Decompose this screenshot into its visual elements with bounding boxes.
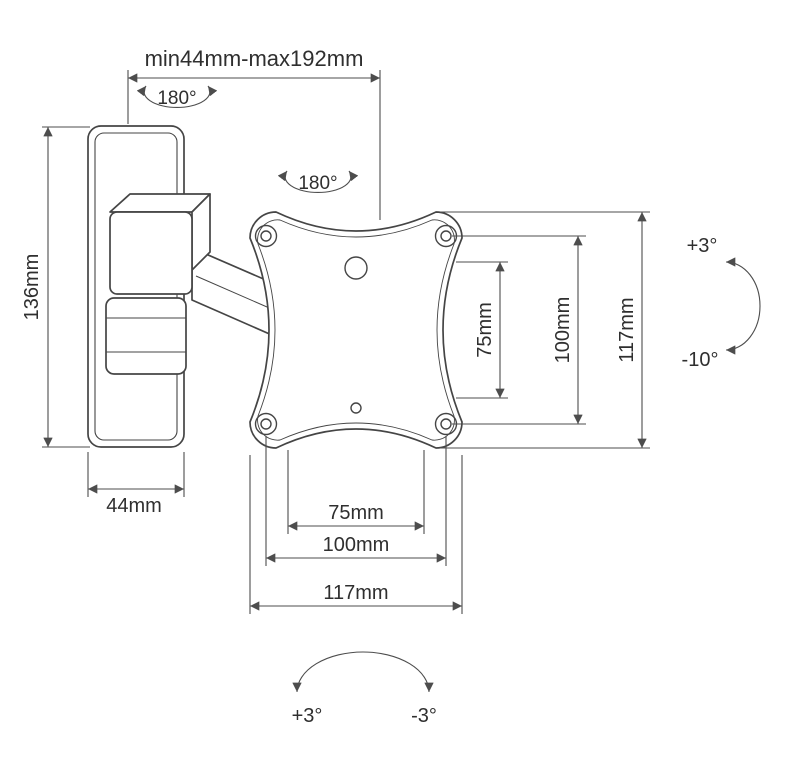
vesa-plate-inner-contour [257, 219, 455, 441]
plate-center-hole [344, 256, 368, 280]
plate-small-hole [350, 402, 362, 414]
label-plate-v-117: 117mm [616, 297, 638, 362]
label-swivel-left: +3° [292, 705, 323, 727]
label-vesa-v-100: 100mm [552, 297, 574, 364]
label-rotation-arm-joint: 180° [298, 173, 337, 194]
joint-front-face [109, 211, 193, 295]
label-vesa-h-75: 75mm [328, 502, 384, 524]
vesa-hole-top-left-inner [260, 230, 272, 242]
vesa-hole-bottom-right-inner [440, 418, 452, 430]
label-vesa-v-75: 75mm [474, 302, 496, 358]
extension-lines [42, 70, 650, 614]
label-wall-plate-height: 136mm [21, 254, 43, 321]
swivel-arc [292, 651, 434, 693]
vesa-hole-top-left-outer [254, 224, 278, 248]
label-swivel-right: -3° [411, 705, 437, 727]
vesa-hole-bottom-left-outer [254, 412, 278, 436]
vesa-plate [249, 211, 463, 449]
label-rotation-wall-joint: 180° [157, 88, 196, 109]
labels: min44mm-max192mm 180° 180° 136mm 44mm 75… [21, 46, 718, 727]
lower-hinge-bracket [105, 297, 187, 375]
label-extension-range: min44mm-max192mm [145, 46, 364, 71]
label-wall-plate-width: 44mm [106, 495, 162, 517]
rotation-arc-wall-joint [136, 85, 218, 108]
label-tilt-down: -10° [682, 349, 719, 371]
vesa-hole-bottom-left-inner [260, 418, 272, 430]
label-tilt-up: +3° [687, 235, 718, 257]
label-plate-h-117: 117mm [323, 582, 388, 604]
vesa-hole-top-right-inner [440, 230, 452, 242]
dimension-lines [42, 70, 761, 693]
mount-parts [87, 125, 463, 449]
tilt-arc [725, 257, 761, 355]
label-vesa-h-100: 100mm [323, 534, 390, 556]
rotation-arc-arm-joint [277, 170, 359, 193]
